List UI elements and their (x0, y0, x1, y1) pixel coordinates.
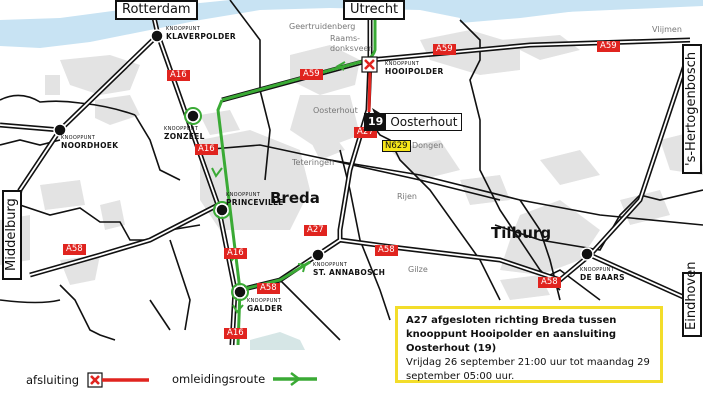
exit-name: Oosterhout (390, 115, 458, 129)
exit-number: 19 (365, 114, 387, 130)
road-label-n629: N629 (382, 140, 411, 152)
place-tilburg: Tilburg (491, 224, 552, 242)
notice-title: A27 afgesloten richting Breda tussen kno… (406, 315, 617, 354)
road-label-a16: A16 (167, 70, 190, 81)
detour-arrow-icon (273, 372, 318, 386)
legend-closure-label: afsluiting (26, 373, 80, 387)
place-vlijmen: Vlijmen (652, 25, 682, 34)
road-label-a16: A16 (224, 328, 247, 339)
junction-dots (53, 29, 594, 299)
city-utrecht: Utrecht (343, 0, 406, 20)
place-dongen: Dongen (412, 141, 444, 150)
road-label-a58: A58 (63, 244, 86, 255)
legend-closure: afsluiting (26, 372, 150, 388)
legend-detour: omleidingsroute (172, 372, 318, 386)
city-rotterdam: Rotterdam (115, 0, 198, 20)
place-teteringen: Teteringen (292, 158, 335, 167)
road-label-a59: A59 (300, 69, 323, 80)
place-oosterhout: Oosterhout (313, 106, 358, 115)
road-label-a16: A16 (195, 144, 218, 155)
closure-icon (87, 372, 150, 388)
road-label-a27: A27 (304, 225, 327, 236)
road-label-a59: A59 (433, 44, 456, 55)
road-label-a58: A58 (375, 245, 398, 256)
place-gilze: Gilze (408, 265, 428, 274)
place-breda: Breda (270, 189, 320, 207)
notice-detail: Vrijdag 26 september 21:00 uur tot maand… (406, 357, 650, 382)
legend-detour-label: omleidingsroute (172, 372, 266, 386)
closure-notice: A27 afgesloten richting Breda tussen kno… (395, 306, 663, 383)
exit-label-oosterhout: 19 Oosterhout (364, 113, 463, 131)
road-label-a59: A59 (597, 41, 620, 52)
city-middelburg: Middelburg (2, 190, 22, 280)
city-hertogenbosch: 's-Hertogenbosch (682, 44, 702, 174)
place-raamsdonksveer: Raams- (330, 34, 361, 43)
road-label-a58: A58 (257, 283, 280, 294)
city-eindhoven: Eindhoven (682, 262, 702, 337)
closure-line (367, 69, 372, 113)
place-rijen: Rijen (397, 192, 417, 201)
road-label-a58: A58 (538, 277, 561, 288)
road-label-a27: A27 (354, 127, 377, 138)
place-geertruidenberg: Geertruidenberg (289, 22, 356, 31)
place-raamsdonksveer-2: donksveer (330, 44, 372, 53)
road-label-a16: A16 (224, 248, 247, 259)
